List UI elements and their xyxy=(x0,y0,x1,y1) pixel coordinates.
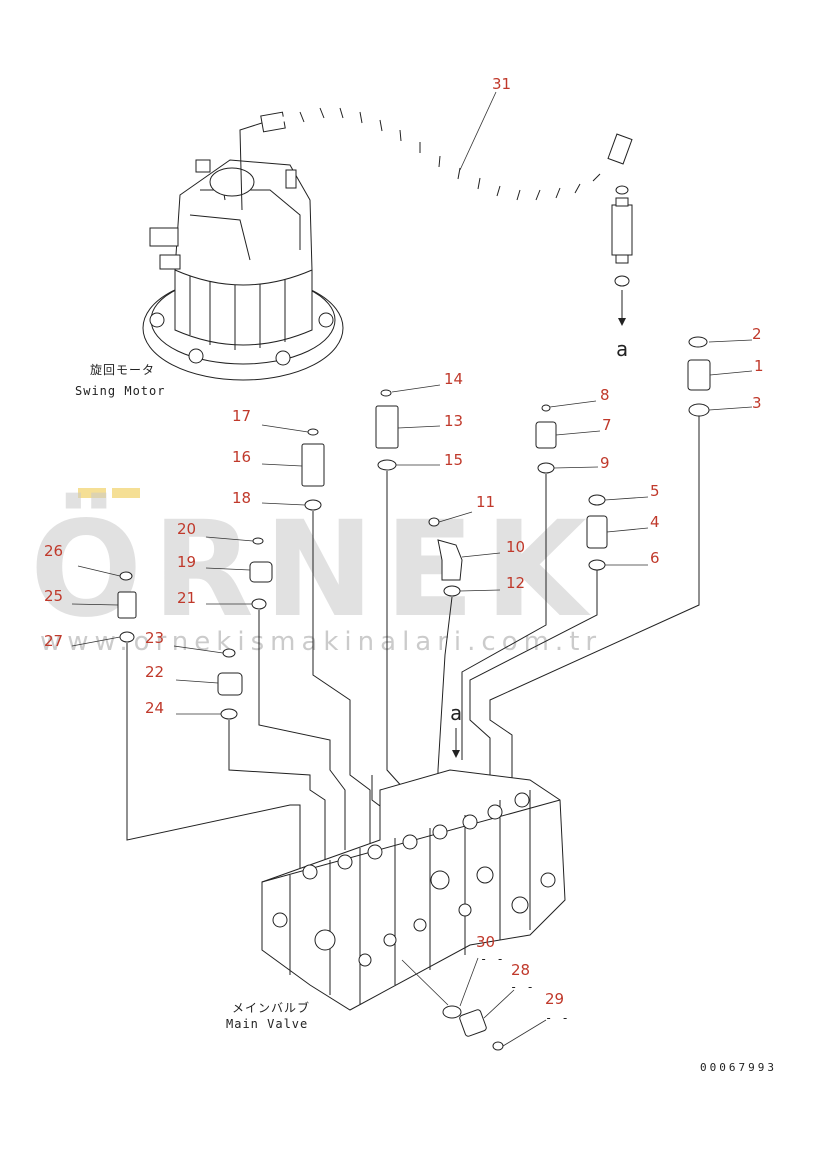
callout-dash-30: - - xyxy=(480,952,505,966)
part-number-12: 12 xyxy=(506,574,525,592)
part-number-27: 27 xyxy=(44,632,63,650)
part-number-9: 9 xyxy=(600,454,610,472)
part-number-31: 31 xyxy=(492,75,511,93)
part-number-2: 2 xyxy=(752,325,762,343)
callout-dash-29: - - xyxy=(545,1011,570,1025)
callout-dash-28: - - xyxy=(510,980,535,994)
main-valve-label-jp: メインバルブ xyxy=(232,1000,310,1015)
watermark-brand: ÖRNEK xyxy=(30,493,597,647)
watermark: ÖRNEK www.ornekismakinalari.com.tr xyxy=(30,488,602,657)
part-number-3: 3 xyxy=(752,394,762,412)
watermark-url: www.ornekismakinalari.com.tr xyxy=(40,627,602,657)
part-number-16: 16 xyxy=(232,448,251,466)
main-valve: メインバルブ Main Valve xyxy=(226,769,566,1031)
part-number-6: 6 xyxy=(650,549,660,567)
part-number-17: 17 xyxy=(232,407,251,425)
part-number-1: 1 xyxy=(754,357,764,375)
part-number-29: 29 xyxy=(545,990,564,1008)
part-number-26: 26 xyxy=(44,542,63,560)
part-number-10: 10 xyxy=(506,538,525,556)
part-number-19: 19 xyxy=(177,553,196,571)
part-number-4: 4 xyxy=(650,513,660,531)
main-valve-label-en: Main Valve xyxy=(226,1017,308,1031)
part-number-8: 8 xyxy=(600,386,610,404)
hose-31 xyxy=(279,91,633,201)
part-number-15: 15 xyxy=(444,451,463,469)
drawing-code: 00067993 xyxy=(700,1061,777,1074)
connector-a-upper: a xyxy=(611,185,633,361)
part-number-13: 13 xyxy=(444,412,463,430)
part-number-28: 28 xyxy=(511,961,530,979)
part-number-7: 7 xyxy=(602,416,612,434)
connector-a-top-label: a xyxy=(616,337,629,361)
part-number-5: 5 xyxy=(650,482,660,500)
part-number-20: 20 xyxy=(177,520,196,538)
part-number-23: 23 xyxy=(145,629,164,647)
swing-motor: 旋回モータ Swing Motor xyxy=(75,111,344,398)
part-number-14: 14 xyxy=(444,370,463,388)
part-number-25: 25 xyxy=(44,587,63,605)
leader-lines xyxy=(71,339,753,1047)
swing-motor-label-en: Swing Motor xyxy=(75,384,165,398)
connector-a-bottom-label: a xyxy=(450,701,463,725)
part-number-22: 22 xyxy=(145,663,164,681)
swing-motor-label-jp: 旋回モータ xyxy=(90,363,155,377)
part-number-30: 30 xyxy=(476,933,495,951)
fittings xyxy=(117,336,711,1051)
part-number-21: 21 xyxy=(177,589,196,607)
part-number-11: 11 xyxy=(476,493,495,511)
connector-a-lower: a xyxy=(450,701,463,758)
part-number-24: 24 xyxy=(145,699,164,717)
part-number-18: 18 xyxy=(232,489,251,507)
part-numbers: 1 2 3 4 5 6 7 8 9 10 11 12 13 14 15 16 1… xyxy=(44,75,764,1008)
